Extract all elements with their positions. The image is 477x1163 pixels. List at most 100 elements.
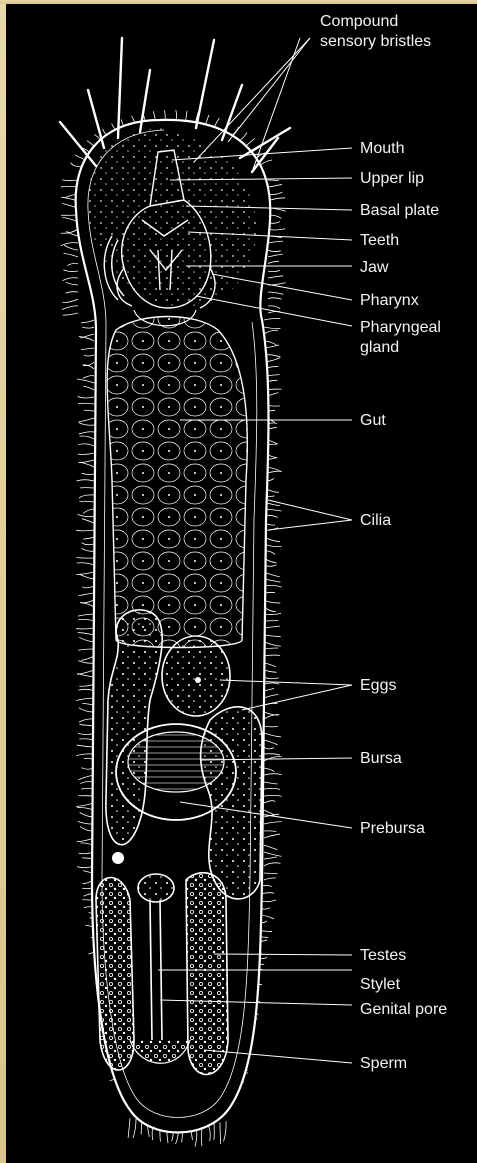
gut-region bbox=[107, 317, 247, 648]
cilium bbox=[80, 574, 94, 579]
cilium bbox=[264, 831, 276, 832]
label-upper-lip: Upper lip bbox=[360, 169, 424, 188]
cilium bbox=[82, 519, 94, 523]
cilium bbox=[80, 436, 94, 439]
cilium bbox=[268, 254, 283, 257]
cilium bbox=[62, 306, 78, 310]
cilium bbox=[83, 537, 94, 539]
label-compound-sensory-bristles-2: sensory bristles bbox=[320, 32, 431, 51]
cilium bbox=[264, 747, 274, 749]
cilium bbox=[79, 495, 94, 498]
cilium bbox=[79, 619, 94, 621]
cilium bbox=[128, 1118, 130, 1137]
cilium bbox=[78, 453, 94, 454]
cilium bbox=[264, 788, 280, 789]
label-basal-plate: Basal plate bbox=[360, 201, 439, 220]
label-gut: Gut bbox=[360, 411, 386, 430]
cilium bbox=[63, 299, 78, 302]
cilium bbox=[83, 376, 94, 379]
cilium bbox=[80, 724, 94, 726]
cilium bbox=[133, 1119, 136, 1138]
label-jaw: Jaw bbox=[360, 258, 388, 277]
cilium bbox=[78, 514, 94, 516]
label-prebursa: Prebursa bbox=[360, 819, 425, 838]
cilium bbox=[268, 229, 285, 230]
cilium bbox=[64, 245, 78, 250]
cilium bbox=[264, 782, 277, 784]
cilium bbox=[76, 530, 94, 531]
cilium bbox=[268, 292, 283, 294]
cilium bbox=[264, 635, 281, 637]
cilium bbox=[76, 754, 94, 756]
cilium bbox=[76, 558, 94, 559]
label-pharyngeal-gland-2: gland bbox=[360, 338, 399, 357]
cilium bbox=[82, 548, 94, 551]
cilium bbox=[268, 241, 283, 243]
cilium bbox=[63, 313, 78, 315]
cilium bbox=[83, 509, 94, 513]
cilium bbox=[264, 863, 280, 866]
cilium bbox=[81, 320, 94, 323]
cilium bbox=[78, 733, 94, 735]
cilium bbox=[264, 670, 277, 672]
cilium bbox=[79, 501, 94, 502]
cilium bbox=[66, 292, 78, 293]
cilium bbox=[264, 822, 282, 824]
cilium bbox=[78, 396, 94, 398]
cilium bbox=[264, 655, 280, 656]
cilium bbox=[78, 614, 94, 616]
cilium bbox=[84, 410, 94, 411]
cilium bbox=[80, 334, 94, 338]
cilium bbox=[77, 745, 94, 747]
cilium bbox=[82, 543, 94, 545]
cilium bbox=[63, 278, 78, 281]
label-eggs: Eggs bbox=[360, 676, 396, 695]
label-bursa: Bursa bbox=[360, 749, 402, 768]
cilium bbox=[76, 572, 94, 574]
cilium bbox=[268, 298, 282, 299]
label-compound-sensory-bristles-1: Compound bbox=[320, 12, 398, 31]
cilium bbox=[264, 579, 280, 582]
label-sperm: Sperm bbox=[360, 1054, 407, 1073]
cilium bbox=[79, 432, 94, 434]
cilium bbox=[78, 649, 94, 650]
cilium bbox=[264, 585, 282, 587]
cilium bbox=[76, 480, 94, 481]
cilium bbox=[268, 261, 279, 264]
cilium bbox=[79, 336, 94, 341]
cilium bbox=[64, 253, 78, 257]
cilium bbox=[79, 418, 94, 422]
cilium bbox=[78, 444, 94, 446]
cilium bbox=[264, 626, 280, 628]
cilium bbox=[264, 834, 280, 838]
cilium bbox=[264, 683, 279, 684]
cilium bbox=[81, 656, 94, 660]
cilium bbox=[264, 795, 282, 796]
label-pharyngeal-gland-1: Pharyngeal bbox=[360, 318, 441, 337]
cilium bbox=[78, 593, 94, 596]
cilium bbox=[264, 740, 278, 745]
cilium bbox=[268, 250, 281, 252]
cilium bbox=[76, 698, 94, 701]
cilium bbox=[79, 708, 94, 712]
label-teeth: Teeth bbox=[360, 231, 399, 250]
cilium bbox=[78, 689, 94, 691]
cilium bbox=[66, 282, 78, 285]
cilium bbox=[268, 276, 283, 278]
cilium bbox=[80, 603, 94, 607]
cilium bbox=[268, 270, 280, 271]
cilium bbox=[264, 327, 280, 329]
cilium bbox=[79, 739, 94, 740]
cilium bbox=[264, 600, 280, 603]
cilium bbox=[264, 613, 281, 614]
cilium bbox=[77, 674, 94, 677]
cilium bbox=[264, 330, 278, 334]
cilium bbox=[78, 661, 94, 664]
cilium bbox=[79, 684, 94, 686]
cilium bbox=[77, 379, 94, 383]
cilium bbox=[78, 422, 94, 425]
cilium bbox=[82, 327, 94, 328]
cilium bbox=[81, 600, 94, 603]
cilium bbox=[264, 620, 278, 621]
